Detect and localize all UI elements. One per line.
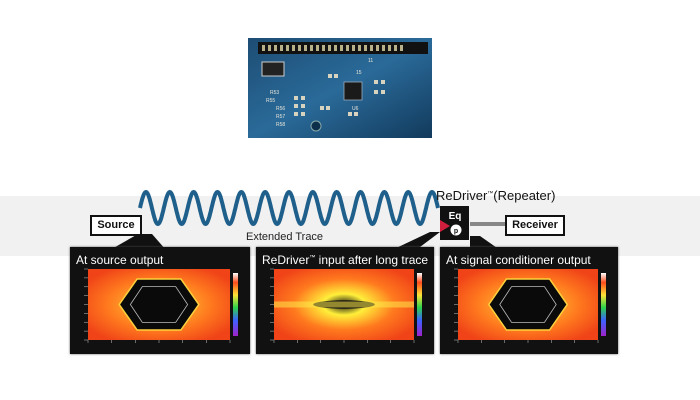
- ic-chip: [343, 81, 363, 101]
- silkscreen-label: 15: [356, 70, 362, 76]
- trace-label: Extended Trace: [246, 231, 323, 243]
- eye-mask: [499, 286, 557, 323]
- panel-title: At signal conditioner output: [446, 253, 591, 267]
- eq-label: Eq: [449, 211, 462, 222]
- pcb-photo-graphic: 11 15 R53 R55 R56 R57 R58 U6: [248, 38, 432, 138]
- density-colour-scale: [417, 273, 422, 336]
- silkscreen-label: R56: [276, 106, 285, 112]
- eye-panel-conditioner-output: At signal conditioner output: [440, 247, 618, 354]
- eye-panel-redriver-input: ReDriver™ input after long trace: [256, 247, 434, 354]
- silkscreen-label: U6: [352, 106, 359, 112]
- panel-title: ReDriver™ input after long trace: [262, 253, 429, 267]
- density-colour-scale: [233, 273, 238, 336]
- svg-text:p: p: [454, 228, 458, 235]
- silkscreen-label: R57: [276, 114, 285, 120]
- eye-mask: [129, 286, 189, 323]
- redriver-callout: [392, 232, 440, 250]
- silkscreen-label: R58: [276, 122, 285, 128]
- source-label: Source: [97, 219, 135, 231]
- panel-title: At source output: [76, 253, 164, 267]
- silkscreen-label: 11: [368, 58, 373, 64]
- eye-diagram-plot: [454, 268, 606, 343]
- eye-diagram-plot: [84, 268, 238, 343]
- receiver-box: Receiver: [505, 215, 565, 236]
- output-callout: [470, 236, 500, 250]
- pcb-photo: 11 15 R53 R55 R56 R57 R58 U6: [248, 38, 432, 138]
- connector-block: [261, 61, 285, 77]
- eq-input-marker: [440, 220, 450, 232]
- extended-trace-wave: [138, 189, 440, 227]
- silkscreen-label: R55: [266, 98, 275, 104]
- pericom-logo-icon: [450, 224, 462, 236]
- eye-diagram-plot: [270, 268, 422, 343]
- source-callout: [110, 234, 166, 250]
- redriver-label: ReDriver™(Repeater): [436, 188, 555, 203]
- eye-panel-source-output: At source output: [70, 247, 250, 354]
- silkscreen-label: R53: [270, 90, 279, 96]
- density-colour-scale: [601, 273, 606, 336]
- receiver-label: Receiver: [512, 219, 558, 231]
- source-box: Source: [90, 215, 142, 236]
- eq-block: Eq p: [440, 206, 469, 240]
